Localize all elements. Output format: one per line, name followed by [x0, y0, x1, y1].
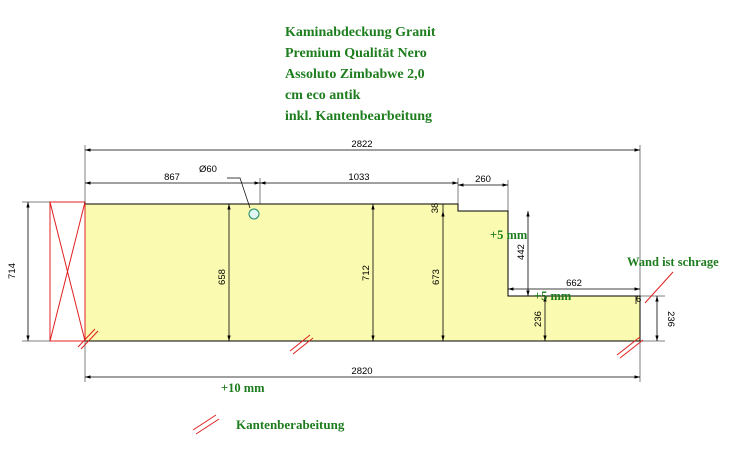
hole-leader [227, 177, 251, 209]
dim-seg-right-top: 260 [475, 174, 491, 185]
dim-small-38: 38 [430, 203, 441, 214]
note-plus5-lower: +5 mm [534, 289, 572, 303]
dim-total-bottom: 2820 [351, 366, 372, 377]
title-block: Kaminabdeckung Granit Premium Qualität N… [285, 22, 436, 127]
title-line-5: inkl. Kantenbearbeitung [285, 109, 433, 124]
note-wall: Wand ist schrage [627, 255, 719, 269]
dim-height-442: 442 [516, 244, 527, 260]
title-line-1: Kaminabdeckung Granit [285, 25, 436, 40]
edge-marks [77, 328, 644, 359]
dim-height-673: 673 [431, 269, 442, 285]
dim-small-6: 6 [636, 294, 641, 305]
dim-seg-left: 867 [164, 172, 180, 183]
title-line-2: Premium Qualität Nero [285, 46, 427, 61]
note-plus10: +10 mm [221, 381, 265, 395]
dim-height-658: 658 [217, 269, 228, 285]
title-line-3: Assoluto Zimbabwe 2,0 [285, 67, 425, 82]
dim-seg-lower-right: 662 [566, 278, 582, 289]
dim-height-236-right: 236 [665, 311, 676, 327]
dim-seg-mid: 1033 [348, 172, 369, 183]
wall-box [49, 201, 86, 342]
legend-label: Kantenberabeitung [236, 417, 345, 432]
hole-circle [248, 208, 260, 220]
note-plus5-upper: +5 mm [490, 228, 528, 242]
wall-note-leader [644, 271, 674, 304]
dim-total-top: 2822 [351, 139, 372, 150]
dim-height-236-inner: 236 [533, 311, 544, 327]
legend: Kantenberabeitung [192, 414, 345, 435]
dim-height-left: 714 [7, 263, 18, 279]
title-line-4: cm eco antik [285, 88, 361, 103]
legend-edge-icon [192, 414, 220, 435]
dim-hole: Ø60 [199, 164, 217, 175]
dim-height-712: 712 [361, 265, 372, 281]
